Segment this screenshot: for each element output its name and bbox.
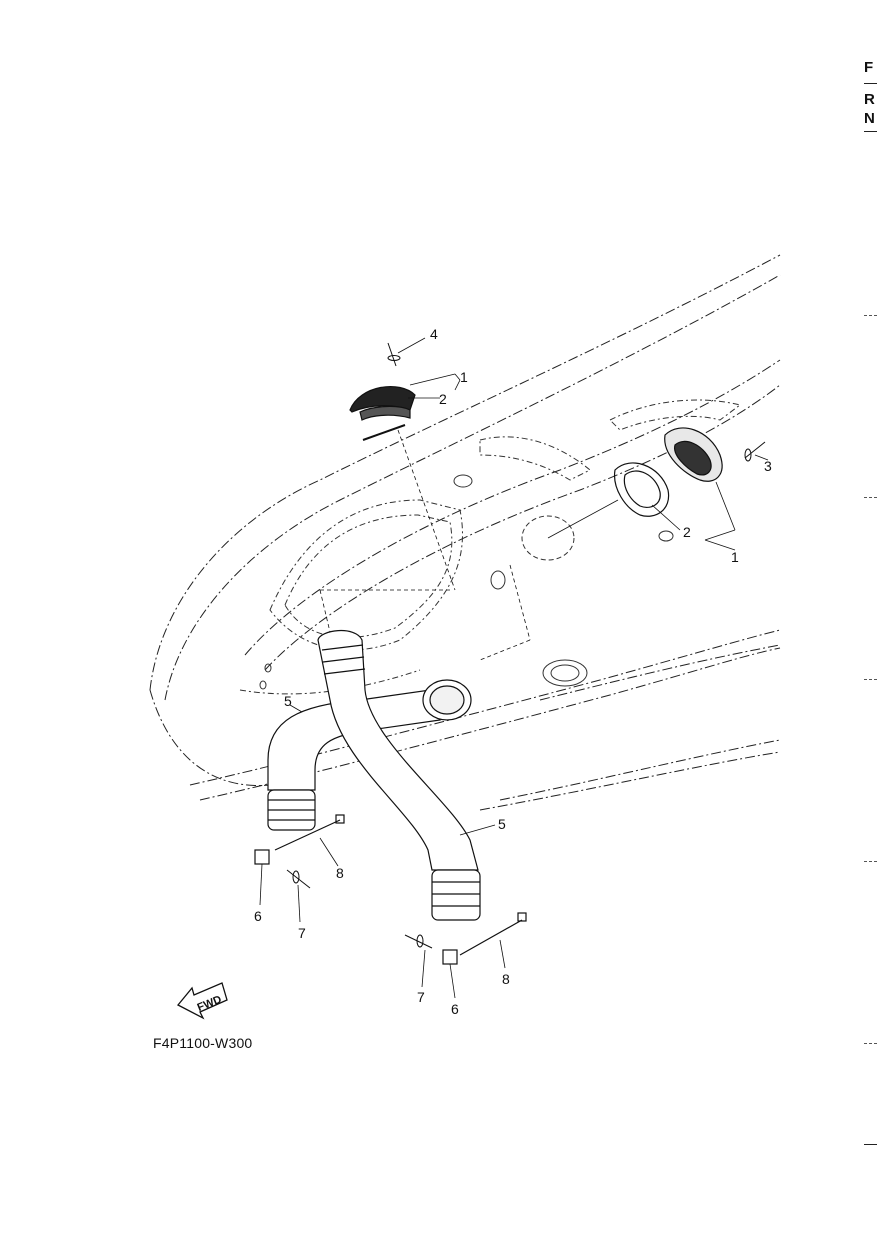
edge-rule xyxy=(864,131,877,132)
clip-left xyxy=(254,849,270,865)
callout-4: 4 xyxy=(430,326,438,342)
rivet-4 xyxy=(387,342,401,367)
callout-2-right: 2 xyxy=(683,524,691,540)
diagram-code: F4P1100-W300 xyxy=(153,1035,253,1051)
rivet-3 xyxy=(744,441,766,462)
deck-plate xyxy=(521,515,575,561)
edge-dash xyxy=(864,679,877,680)
callout-3: 3 xyxy=(764,458,772,474)
edge-rule xyxy=(864,1144,877,1145)
hose-right xyxy=(317,630,481,921)
callout-8-right: 8 xyxy=(502,971,510,987)
dashed-guides xyxy=(319,429,531,661)
callout-1-right: 1 xyxy=(731,549,739,565)
hose-outlet xyxy=(422,679,472,721)
edge-rule xyxy=(864,83,877,84)
clip-right xyxy=(442,949,458,965)
callout-5-left: 5 xyxy=(284,693,292,709)
edge-dash xyxy=(864,861,877,862)
top-cap xyxy=(349,386,416,441)
edge-dash xyxy=(864,497,877,498)
callout-2-top: 2 xyxy=(439,391,447,407)
rivet-7-left xyxy=(286,869,311,889)
callout-6-right: 6 xyxy=(451,1001,459,1017)
callout-7-left: 7 xyxy=(298,925,306,941)
cable-tie-left xyxy=(274,814,345,851)
edge-tab-1: F xyxy=(864,59,874,76)
edge-tab-3: N xyxy=(864,110,875,127)
callout-1-top: 1 xyxy=(460,369,468,385)
edge-dash xyxy=(864,1043,877,1044)
right-cover xyxy=(613,427,723,517)
cable-tie-right xyxy=(459,912,527,956)
callout-8-left: 8 xyxy=(336,865,344,881)
callout-5-right: 5 xyxy=(498,816,506,832)
fwd-arrow-icon: FWD xyxy=(176,982,228,1020)
deck-holes xyxy=(259,474,674,690)
edge-tab-2: R xyxy=(864,91,875,108)
edge-dash xyxy=(864,315,877,316)
rivet-7-right xyxy=(404,934,433,949)
callout-7-right: 7 xyxy=(417,989,425,1005)
leader-lines xyxy=(259,337,769,999)
callout-6-left: 6 xyxy=(254,908,262,924)
